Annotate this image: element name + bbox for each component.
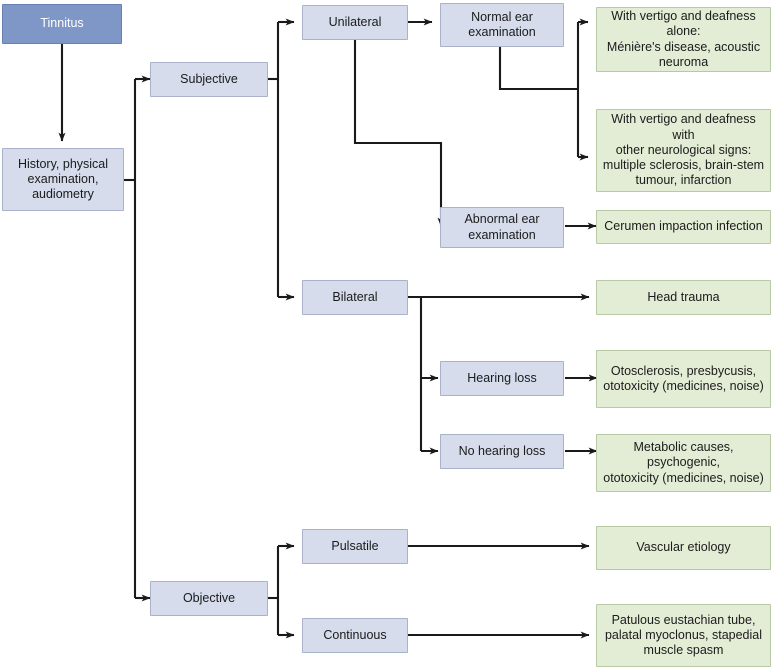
node-hearing-loss-label: Hearing loss xyxy=(467,370,537,385)
node-subjective[interactable]: Subjective xyxy=(150,62,268,97)
node-tinnitus[interactable]: Tinnitus xyxy=(2,4,122,44)
node-abnormal-ear-examination-label: Abnormal ear examination xyxy=(464,212,540,242)
edge-normal-split-stem xyxy=(498,47,578,91)
node-normal-ear-examination[interactable]: Normal ear examination xyxy=(440,3,564,47)
node-no-hearing-loss-label: No hearing loss xyxy=(458,443,546,458)
node-continuous[interactable]: Continuous xyxy=(302,618,408,653)
node-abnormal-ear-examination[interactable]: Abnormal ear examination xyxy=(440,207,564,248)
node-bilateral[interactable]: Bilateral xyxy=(302,280,408,315)
node-continuous-label: Continuous xyxy=(323,627,387,642)
node-outcome-vascular-etiology[interactable]: Vascular etiology xyxy=(596,526,771,570)
node-outcome-head-trauma-label: Head trauma xyxy=(647,289,720,304)
node-unilateral-label: Unilateral xyxy=(328,14,382,29)
node-outcome-patulous-eustachian-tube-label: Patulous eustachian tube, palatal myoclo… xyxy=(604,612,763,658)
node-outcome-otosclerosis-label: Otosclerosis, presbycusis, ototoxicity (… xyxy=(603,363,764,393)
node-outcome-patulous-eustachian-tube[interactable]: Patulous eustachian tube, palatal myoclo… xyxy=(596,604,771,667)
node-tinnitus-label: Tinnitus xyxy=(40,16,84,31)
node-pulsatile[interactable]: Pulsatile xyxy=(302,529,408,564)
node-hearing-loss[interactable]: Hearing loss xyxy=(440,361,564,396)
node-outcome-vertigo-deafness-alone[interactable]: With vertigo and deafness alone: Ménière… xyxy=(596,7,771,72)
node-outcome-cerumen-impaction[interactable]: Cerumen impaction infection xyxy=(596,210,771,244)
node-bilateral-label: Bilateral xyxy=(332,289,378,304)
node-outcome-head-trauma[interactable]: Head trauma xyxy=(596,280,771,315)
node-outcome-vertigo-deafness-neurological[interactable]: With vertigo and deafness with other neu… xyxy=(596,109,771,192)
node-outcome-cerumen-impaction-label: Cerumen impaction infection xyxy=(604,219,763,234)
node-outcome-metabolic-causes-label: Metabolic causes, psychogenic, ototoxici… xyxy=(603,440,764,485)
node-outcome-metabolic-causes[interactable]: Metabolic causes, psychogenic, ototoxici… xyxy=(596,434,771,492)
node-subjective-label: Subjective xyxy=(180,71,238,86)
node-history-examination-audiometry[interactable]: History, physical examination, audiometr… xyxy=(2,148,124,211)
node-normal-ear-examination-label: Normal ear examination xyxy=(468,9,536,39)
node-outcome-vertigo-deafness-neurological-label: With vertigo and deafness with other neu… xyxy=(602,112,765,188)
node-history-examination-audiometry-label: History, physical examination, audiometr… xyxy=(17,156,109,202)
node-outcome-vascular-etiology-label: Vascular etiology xyxy=(636,540,731,555)
node-outcome-otosclerosis[interactable]: Otosclerosis, presbycusis, ototoxicity (… xyxy=(596,350,771,408)
edge-unilateral-to-abnormal xyxy=(353,40,445,227)
node-objective-label: Objective xyxy=(182,590,236,605)
node-pulsatile-label: Pulsatile xyxy=(331,538,379,553)
node-objective[interactable]: Objective xyxy=(150,581,268,616)
node-outcome-vertigo-deafness-alone-label: With vertigo and deafness alone: Ménière… xyxy=(606,9,761,69)
node-unilateral[interactable]: Unilateral xyxy=(302,5,408,40)
node-no-hearing-loss[interactable]: No hearing loss xyxy=(440,434,564,469)
